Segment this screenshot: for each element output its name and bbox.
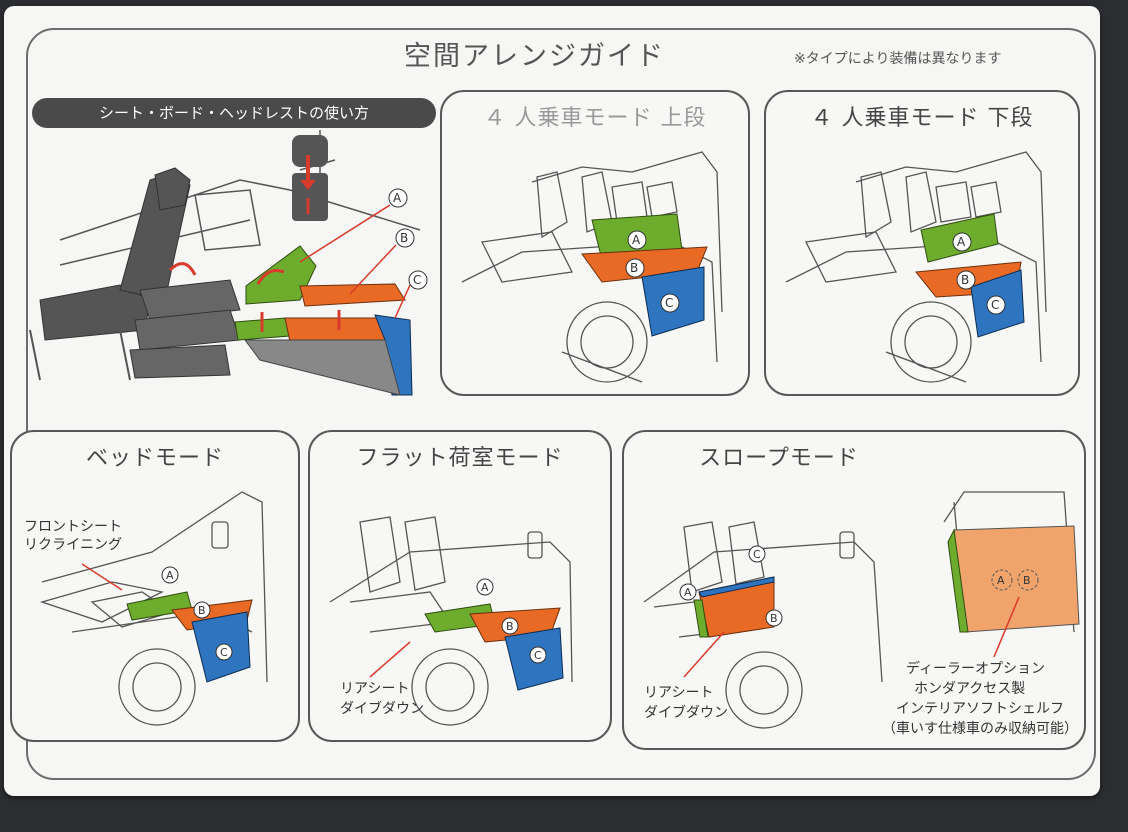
option-line-3: インテリアソフトシェルフ	[896, 701, 1064, 717]
bed-label-2: リクライニング	[24, 537, 122, 553]
slope-label-1: リアシート	[644, 685, 714, 701]
marker-a: A	[957, 235, 966, 249]
marker-b: B	[506, 620, 514, 633]
panel-title: ４ 人乗車モード 下段	[810, 106, 1034, 131]
marker-a: A	[481, 581, 489, 594]
marker-b: B	[630, 261, 639, 275]
slope-label-2: ダイブダウン	[644, 705, 728, 721]
bed-label-1: フロントシート	[24, 519, 122, 535]
marker-b: B	[770, 612, 778, 625]
shelf-marker-b: B	[1023, 574, 1031, 587]
shelf-marker-a: A	[997, 574, 1005, 587]
panel-title: ４ 人乗車モード 上段	[483, 106, 707, 131]
panel-four-seat-upper: ４ 人乗車モード 上段 A B C	[440, 90, 750, 396]
marker-c: C	[413, 273, 422, 287]
marker-a: A	[684, 586, 692, 599]
marker-c: C	[753, 548, 761, 561]
marker-c: C	[220, 646, 228, 659]
flat-label-2: ダイブダウン	[340, 701, 424, 717]
option-line-2: ホンダアクセス製	[914, 681, 1026, 697]
panel-flat-cargo-mode: フラット荷室モード リアシート ダイブダウン A B C	[308, 430, 612, 742]
option-line-4: （車いす仕様車のみ収納可能）	[882, 721, 1078, 737]
marker-c: C	[665, 296, 674, 310]
option-line-1: ディーラーオプション	[906, 661, 1046, 677]
soft-shelf-graphic	[947, 525, 1080, 633]
panel-four-seat-lower: ４ 人乗車モード 下段 A B C	[764, 90, 1080, 396]
van-interior-illustration	[329, 516, 573, 726]
van-interior-illustration	[461, 151, 723, 383]
van-interior-illustration	[643, 491, 1080, 729]
van-interior-illustration	[39, 491, 268, 726]
rear-seat-dark	[29, 167, 241, 381]
marker-b: B	[961, 273, 970, 287]
headrest-graphic	[292, 135, 328, 221]
board-c	[374, 314, 413, 396]
marker-b: B	[198, 604, 206, 617]
flat-label-1: リアシート	[340, 681, 410, 697]
panel-bed-mode: ベッドモード フロントシート リクライニング A B C	[10, 430, 300, 742]
marker-a: A	[393, 191, 402, 205]
guide-title: 空間アレンジガイド	[404, 41, 665, 72]
board-a-upright	[245, 245, 317, 305]
panel-title: フラット荷室モード	[356, 446, 564, 471]
van-interior-illustration	[785, 151, 1047, 383]
marker-c: C	[991, 298, 1000, 312]
card-border	[26, 28, 1096, 780]
marker-a: A	[166, 569, 174, 582]
marker-a: A	[632, 233, 641, 247]
panel-slope-mode: スロープモード A C B A B リアシート ダイブダウン ディーラーオ	[622, 430, 1086, 750]
marker-c: C	[534, 649, 542, 662]
marker-b: B	[400, 231, 409, 245]
panel-title: ベッドモード	[85, 446, 224, 471]
usage-heading: シート・ボード・ヘッドレストの使い方	[32, 98, 436, 128]
panel-title: スロープモード	[699, 446, 859, 471]
board-b-upper	[299, 283, 406, 307]
equipment-note: ※タイプにより装備は異なります	[794, 51, 1002, 67]
